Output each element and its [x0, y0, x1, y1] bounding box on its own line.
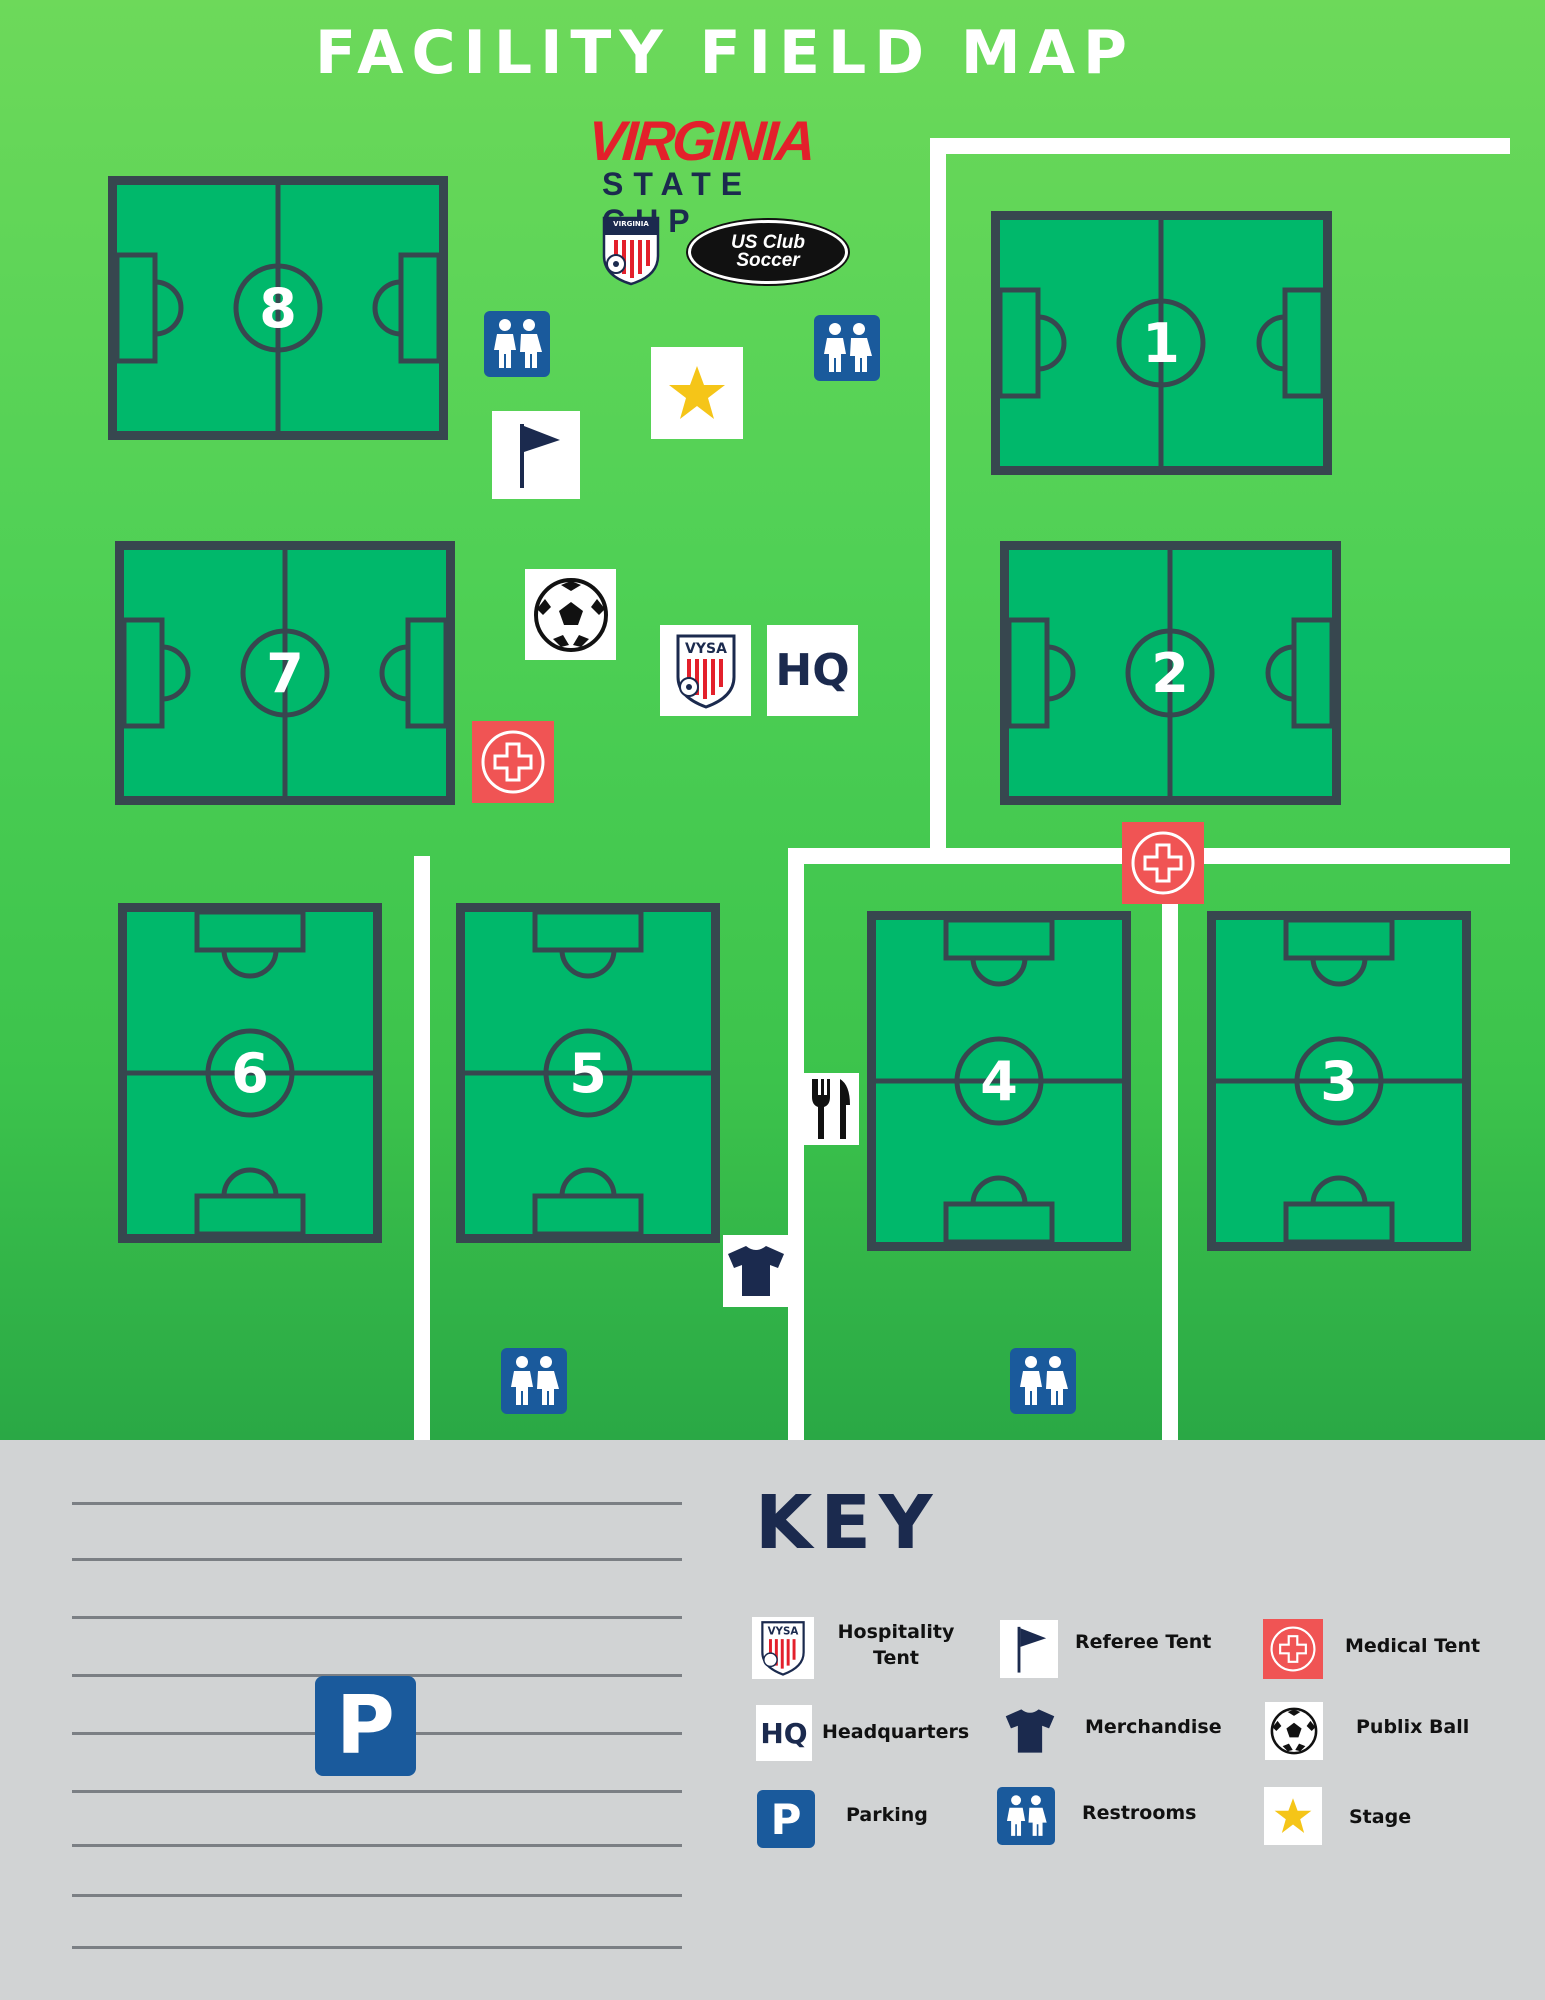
flag-icon	[1017, 1626, 1047, 1673]
key-stage-icon	[1264, 1787, 1322, 1845]
flag-icon	[520, 424, 560, 488]
field-4-number: 4	[980, 1050, 1018, 1113]
field-4[interactable]: 4	[867, 911, 1131, 1251]
publix-ball-marker[interactable]	[525, 569, 616, 660]
tshirt-icon	[728, 1246, 784, 1296]
soccer-ball-icon	[1270, 1707, 1318, 1755]
key-label-medical: Medical Tent	[1345, 1635, 1481, 1657]
vysa-badge-icon: VYSA	[676, 634, 735, 709]
vysa-text: VYSA	[685, 641, 727, 657]
medical-cross-icon	[1131, 831, 1195, 895]
key-label-headquarters: Headquarters	[822, 1721, 970, 1743]
virginia-youth-soccer-badge: VIRGINIA	[602, 216, 660, 286]
parking-line	[72, 1894, 682, 1897]
food-marker[interactable]	[803, 1073, 859, 1145]
parking-line	[72, 1616, 682, 1619]
referee-tent-marker[interactable]	[492, 411, 580, 499]
key-medical-icon	[1263, 1619, 1323, 1679]
key-label-restrooms: Restrooms	[1082, 1802, 1197, 1824]
field-5-number: 5	[569, 1042, 607, 1105]
path-segment	[1162, 864, 1178, 1440]
field-1-number: 1	[1142, 312, 1180, 375]
medical-cross-icon	[481, 730, 545, 794]
key-label-merchandise: Merchandise	[1085, 1716, 1222, 1738]
field-6[interactable]: 6	[118, 903, 382, 1243]
soccer-ball-icon	[533, 577, 608, 652]
parking-icon: P	[336, 1679, 395, 1772]
parking-line	[72, 1502, 682, 1505]
hq-icon: HQ	[760, 1716, 808, 1750]
field-2[interactable]: 2	[1000, 541, 1341, 805]
path-segment	[930, 138, 946, 858]
hq-icon: HQ	[775, 645, 850, 696]
field-3[interactable]: 3	[1207, 911, 1471, 1251]
hospitality-tent-marker[interactable]: VYSA	[660, 625, 751, 716]
restroom-icon	[1006, 1795, 1047, 1836]
merchandise-marker[interactable]	[723, 1235, 789, 1307]
key-hospitality-icon: VYSA	[752, 1617, 814, 1679]
field-8-number: 8	[259, 277, 297, 340]
field-1[interactable]: 1	[991, 211, 1332, 475]
parking-line	[72, 1558, 682, 1561]
path-segment	[414, 856, 430, 1440]
headquarters-marker[interactable]: HQ	[767, 625, 858, 716]
key-label-stage: Stage	[1349, 1806, 1412, 1828]
field-7-number: 7	[266, 642, 304, 705]
path-segment	[930, 138, 1510, 154]
restroom-icon[interactable]	[501, 1348, 567, 1414]
medical-cross-icon	[1270, 1626, 1316, 1672]
parking-line	[72, 1844, 682, 1847]
us-club-soccer-logo: US Club Soccer	[688, 220, 848, 284]
field-8[interactable]: 8	[108, 176, 448, 440]
key-merchandise-icon	[1000, 1703, 1060, 1759]
page-title: FACILITY FIELD MAP	[314, 18, 1136, 88]
key-hq-icon: HQ	[756, 1705, 812, 1761]
vysa-text: VYSA	[768, 1626, 799, 1638]
key-label-referee: Referee Tent	[1075, 1631, 1212, 1653]
field-5[interactable]: 5	[456, 903, 720, 1243]
key-parking-icon: P	[757, 1790, 815, 1848]
restroom-icon[interactable]	[1010, 1348, 1076, 1414]
field-7[interactable]: 7	[115, 541, 455, 805]
restroom-icon[interactable]	[814, 315, 880, 381]
restroom-icon[interactable]	[484, 311, 550, 377]
star-icon	[669, 366, 725, 419]
parking-line	[72, 1674, 682, 1677]
key-restroom-icon	[997, 1787, 1055, 1845]
fork-knife-icon	[812, 1079, 850, 1139]
key-label-hospitality: Hospitality Tent	[837, 1621, 955, 1669]
parking-icon: P	[770, 1794, 802, 1844]
vysa-badge-icon: VYSA	[761, 1621, 805, 1676]
star-icon	[1274, 1798, 1312, 1834]
key-title: KEY	[755, 1480, 941, 1566]
virginia-state-cup-logo: VIRGINIA STATE CUP VIRGINIA US Club Socc…	[580, 108, 860, 308]
field-2-number: 2	[1151, 642, 1189, 705]
club-logo-text: US Club Soccer	[731, 232, 805, 271]
stage-marker[interactable]	[651, 347, 743, 439]
parking-line	[72, 1946, 682, 1949]
field-3-number: 3	[1320, 1050, 1358, 1113]
badge-text: VIRGINIA	[613, 220, 649, 228]
tshirt-icon	[1005, 1709, 1055, 1753]
field-6-number: 6	[231, 1042, 269, 1105]
logo-main-text: VIRGINIA	[585, 109, 816, 172]
path-segment	[788, 848, 804, 1440]
parking-lot-sign[interactable]: P	[315, 1676, 416, 1776]
medical-tent-marker[interactable]	[1122, 822, 1204, 904]
medical-tent-marker[interactable]	[472, 721, 554, 803]
key-label-parking: Parking	[846, 1804, 928, 1826]
parking-line	[72, 1790, 682, 1793]
field-map: FACILITY FIELD MAP VIRGINIA STATE CUP VI…	[0, 0, 1545, 1440]
key-label-publix-ball: Publix Ball	[1356, 1716, 1470, 1738]
key-referee-icon	[1000, 1620, 1058, 1678]
key-ball-icon	[1265, 1702, 1323, 1760]
